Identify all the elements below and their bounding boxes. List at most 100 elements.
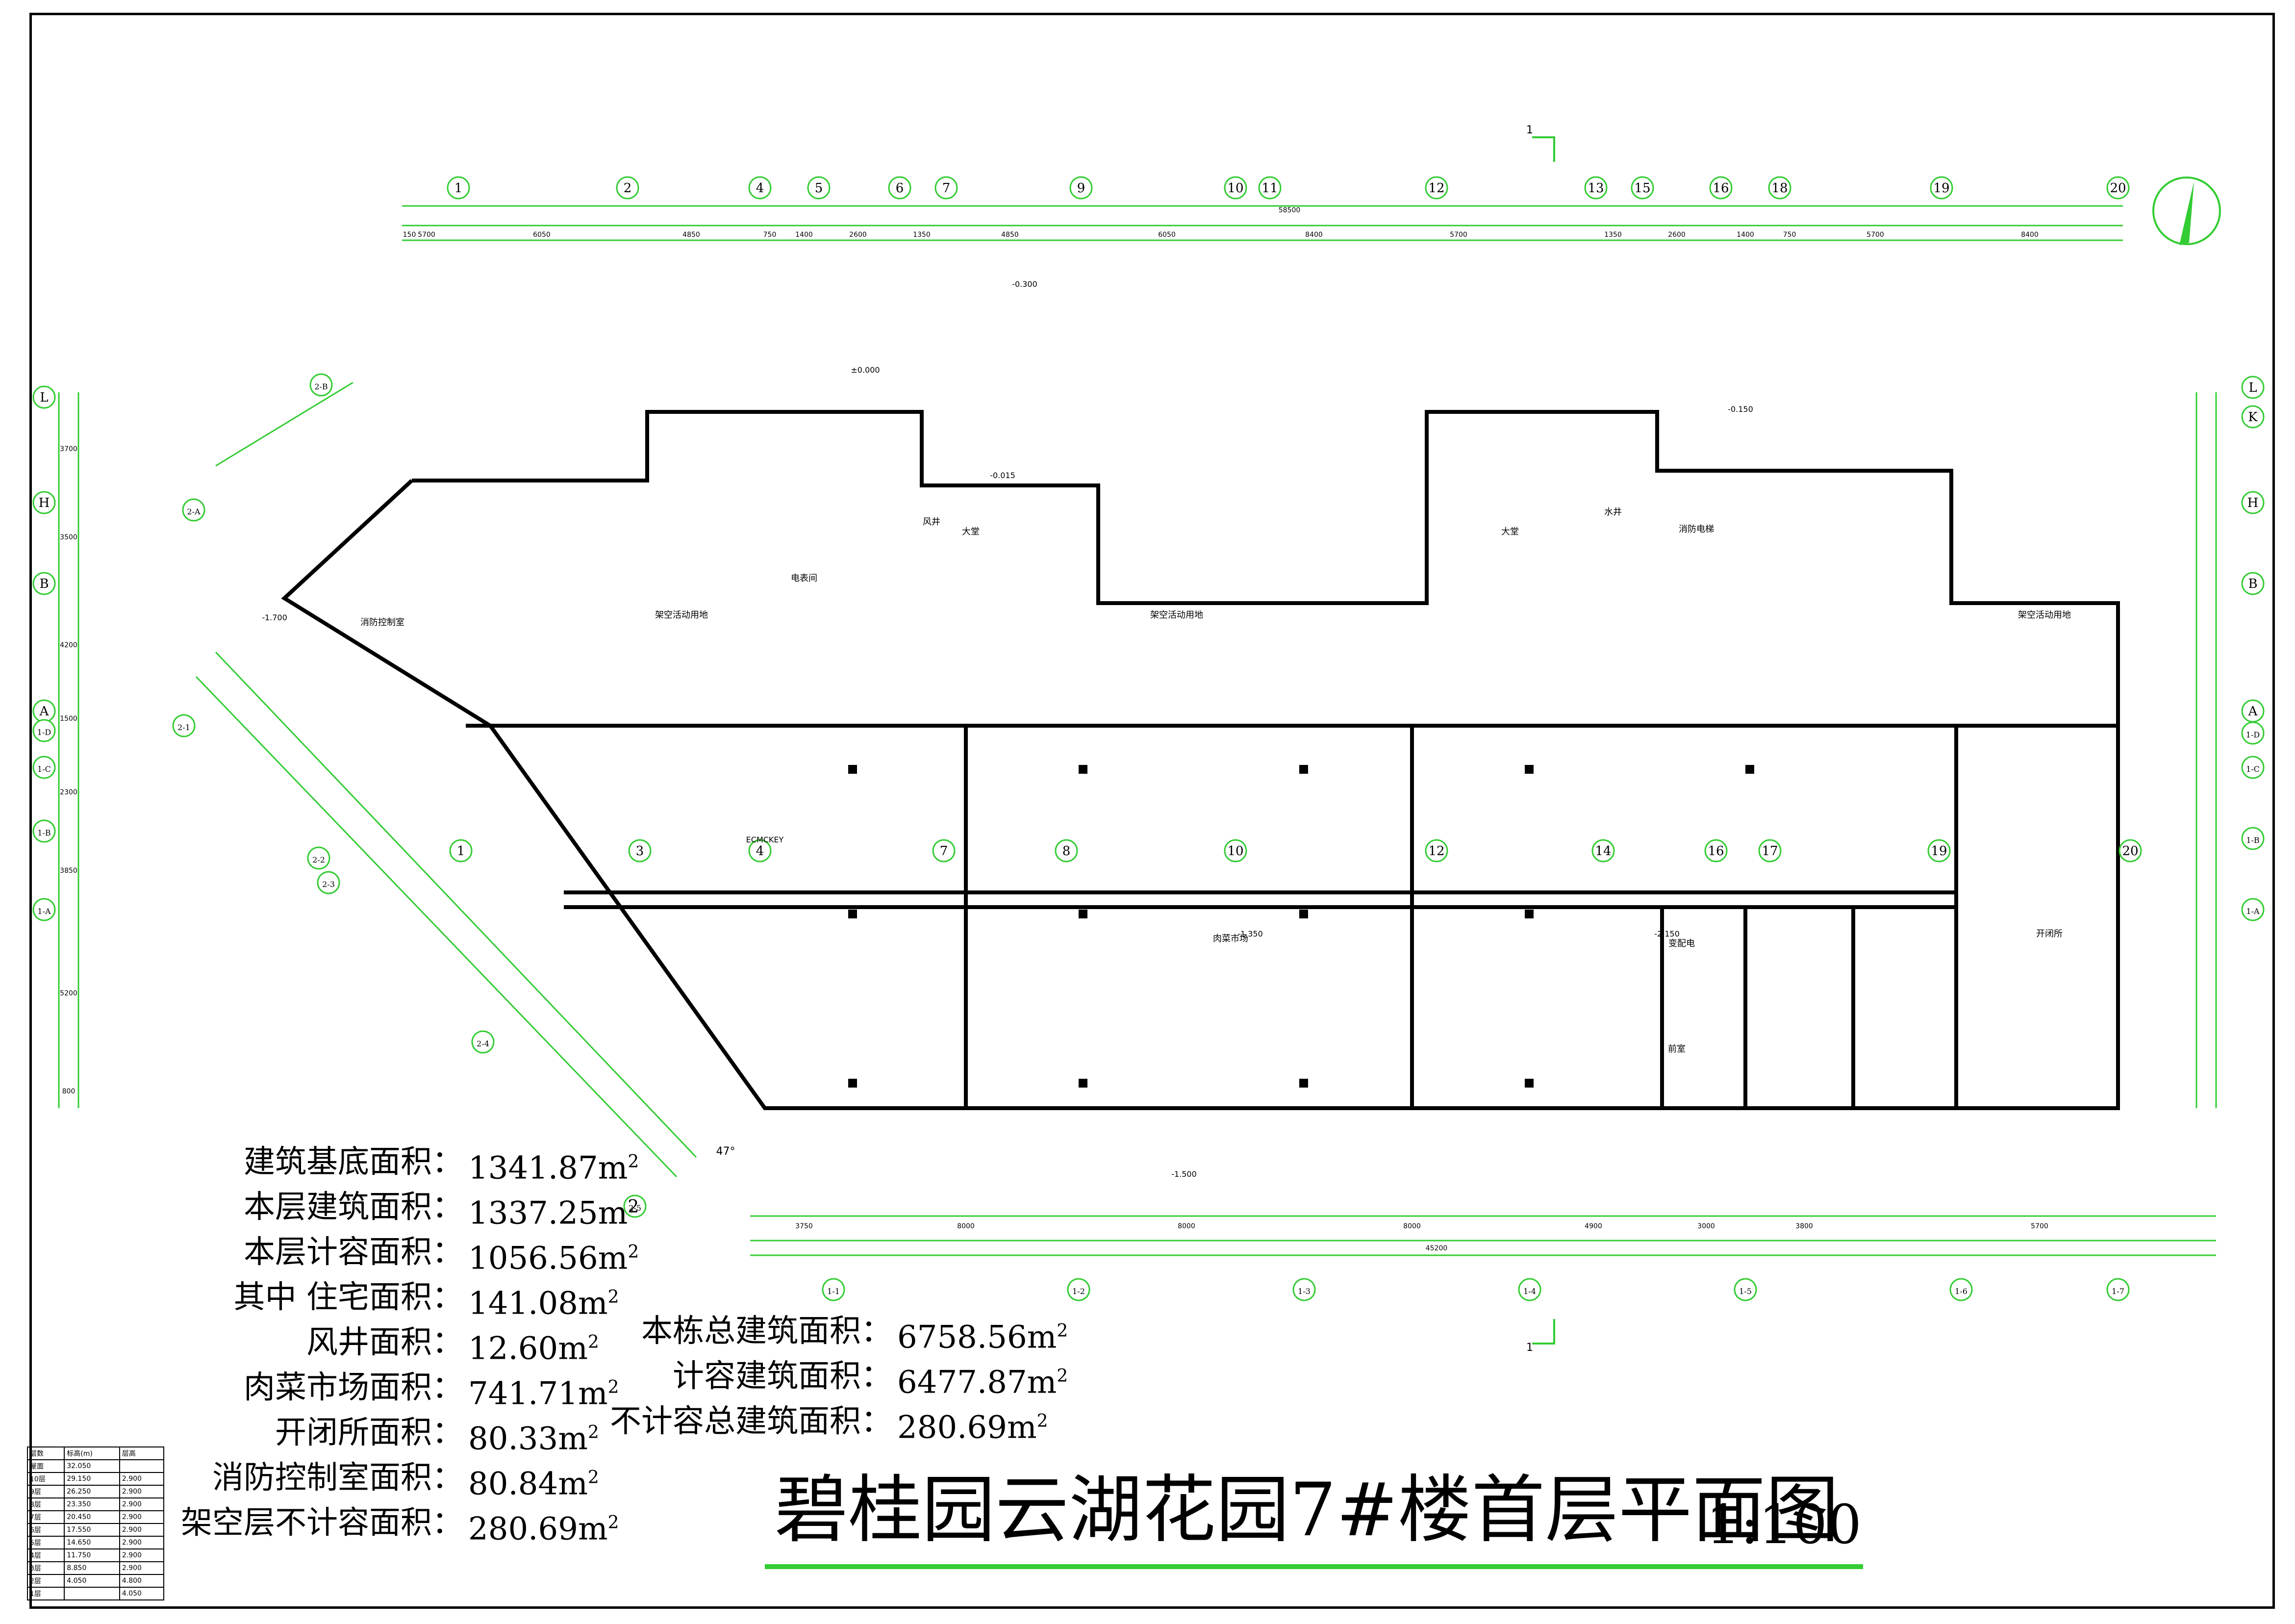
svg-text:19: 19	[1931, 844, 1947, 859]
area-unit-superscript: 2	[1057, 1321, 1068, 1341]
area-label: 建筑基底面积：	[244, 1144, 463, 1180]
floor-table-cell: 4.050	[64, 1574, 120, 1588]
svg-text:1-6: 1-6	[1955, 1287, 1967, 1296]
grid-axis-left-1-B: 1-B	[32, 819, 56, 843]
dim-left-1: 3500	[60, 533, 77, 541]
floor-table-cell: 5层	[26, 1536, 65, 1549]
floor-table-cell: 2层	[26, 1574, 65, 1588]
exterior-walls	[281, 410, 2120, 1110]
grid-axis-top-10: 10	[1224, 176, 1247, 200]
area-unit-superscript: 2	[587, 1468, 599, 1488]
svg-text:7: 7	[940, 844, 948, 859]
floor-table-cell: 14.650	[64, 1536, 120, 1549]
dim-top-7: 1350	[913, 231, 931, 239]
area-label: 风井面积：	[306, 1324, 463, 1361]
svg-text:H: H	[39, 496, 50, 510]
grid-axis-left-L: L	[32, 385, 56, 409]
room-label-4: 架空活动用地	[1150, 610, 1203, 620]
grid-axis-inner-16: 16	[1704, 839, 1728, 863]
dim-top-11: 5700	[1450, 231, 1467, 239]
grid-axis-diag-2-3: 2-3	[317, 871, 340, 894]
grid-axis-inner-1: 1	[449, 839, 473, 863]
area-unit-superscript: 2	[587, 1332, 599, 1352]
floor-table-cell: 20.450	[64, 1510, 120, 1524]
north-arrow-icon	[2152, 177, 2221, 245]
angle-mark: 47°	[716, 1145, 735, 1158]
grid-axis-left-A: A	[32, 699, 56, 723]
level-mark-0: -0.300	[1012, 279, 1037, 289]
svg-text:9: 9	[1077, 181, 1085, 196]
grid-axis-left-1-C: 1-C	[32, 756, 56, 779]
svg-text:20: 20	[2110, 181, 2126, 196]
level-mark-4: -1.500	[1171, 1169, 1197, 1179]
area-unit-superscript: 2	[587, 1422, 599, 1443]
svg-text:1-C: 1-C	[2246, 764, 2260, 774]
area-value: 1341.87m2	[468, 1150, 639, 1187]
svg-text:10: 10	[1227, 181, 1243, 196]
level-mark-7: -2.150	[1654, 929, 1680, 939]
floor-table-cell: 3层	[26, 1561, 65, 1575]
svg-text:2-5: 2-5	[629, 1203, 641, 1213]
floor-table-cell: 4层	[26, 1548, 65, 1562]
floor-table-cell: 7层	[26, 1510, 65, 1524]
floor-table-cell: 2.900	[119, 1510, 165, 1524]
room-label-0: 消防控制室	[360, 617, 404, 628]
floor-table-cell: 10层	[26, 1472, 65, 1486]
floor-table-cell: 9层	[26, 1485, 65, 1498]
svg-text:L: L	[2248, 381, 2257, 395]
dim-top-14: 1400	[1737, 231, 1754, 239]
dim-top-15: 750	[1783, 231, 1796, 239]
area-label: 本层计容面积：	[244, 1234, 463, 1270]
grid-axis-inner-8: 8	[1055, 839, 1078, 863]
area-unit-superscript: 2	[628, 1152, 639, 1172]
svg-text:L: L	[40, 390, 48, 405]
area-label: 计容建筑面积：	[673, 1358, 892, 1395]
grid-axis-inner-17: 17	[1758, 839, 1782, 863]
floor-table-cell: 2.900	[119, 1548, 165, 1562]
dim-top-5: 1400	[795, 231, 813, 239]
grid-axis-inner-19: 19	[1927, 839, 1951, 863]
grid-axis-diag-2-1: 2-1	[172, 714, 196, 737]
grid-axis-diag-2-4: 2-4	[471, 1030, 495, 1054]
dim-bottom-0: 3750	[795, 1222, 813, 1230]
svg-text:18: 18	[1771, 181, 1788, 196]
grid-axis-left-1-D: 1-D	[32, 719, 56, 742]
grid-axis-top-18: 18	[1768, 176, 1791, 200]
svg-text:8: 8	[1062, 844, 1071, 859]
floor-table-cell: 4.050	[119, 1587, 165, 1600]
area-unit-superscript: 2	[628, 1197, 639, 1217]
grid-axis-diag-2-5: 2-5	[623, 1194, 647, 1218]
dim-top-16: 5700	[1866, 231, 1884, 239]
area-label: 消防控制室面积：	[212, 1460, 463, 1496]
svg-text:1-D: 1-D	[2246, 730, 2260, 739]
title-underline	[765, 1564, 1863, 1569]
floor-table-cell: 11.750	[64, 1548, 120, 1562]
grid-axis-bottom-1-4: 1-4	[1518, 1278, 1541, 1301]
area-value: 1337.25m2	[468, 1195, 639, 1232]
floor-table-cell: 23.350	[64, 1497, 120, 1511]
top-dimension-lines	[402, 205, 2123, 241]
grid-axis-top-15: 15	[1631, 176, 1654, 200]
area-value: 12.60m2	[468, 1330, 599, 1367]
floor-table-cell: 2.900	[119, 1472, 165, 1486]
svg-text:H: H	[2247, 496, 2259, 510]
area-value: 80.33m2	[468, 1421, 599, 1457]
area-label: 本层建筑面积：	[244, 1189, 463, 1225]
floor-table-cell: 32.050	[64, 1459, 120, 1473]
dim-top-17: 8400	[2021, 231, 2039, 239]
grid-axis-top-7: 7	[934, 176, 958, 200]
area-unit-superscript: 2	[628, 1242, 639, 1262]
grid-axis-diag-2-2: 2-2	[307, 846, 330, 870]
area-value: 280.69m2	[468, 1511, 619, 1548]
dim-top-10: 8400	[1305, 231, 1323, 239]
grid-axis-left-1-A: 1-A	[32, 898, 56, 921]
room-label-3: 电表间	[791, 573, 817, 584]
svg-text:5: 5	[815, 181, 823, 196]
svg-text:1-B: 1-B	[2246, 836, 2259, 845]
grid-axis-top-2: 2	[616, 176, 639, 200]
